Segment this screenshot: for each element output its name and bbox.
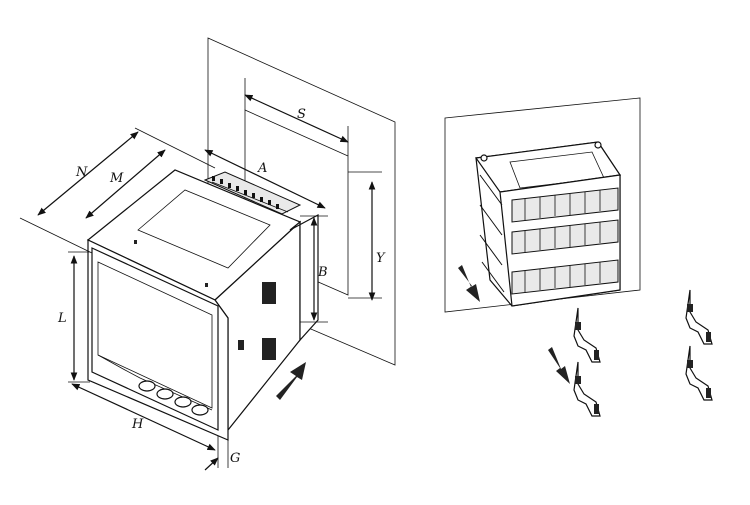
dim-label-a: A	[257, 161, 267, 176]
dim-label-n: N	[75, 165, 88, 180]
meter-rear	[474, 141, 622, 307]
dimension-lines	[19, 78, 382, 471]
side-vents	[238, 282, 276, 360]
dim-label-b: B	[317, 265, 328, 280]
terminal-bands	[511, 187, 619, 295]
arrow-up-right-icon	[276, 362, 306, 400]
mounting-clip-upper	[573, 307, 601, 363]
dim-label-h: H	[131, 417, 144, 432]
arrow-down-left-icon	[458, 265, 480, 302]
panel-mounting-view	[444, 97, 713, 417]
mounting-clip-lower	[573, 361, 601, 417]
mounting-clip-right-upper	[685, 289, 713, 345]
arrow-up-left-icon	[548, 347, 570, 384]
dim-label-m: M	[109, 171, 124, 186]
meter-dimension-view: N M A S B Y L H G	[19, 37, 396, 471]
dim-label-s: S	[297, 107, 306, 122]
mounting-clip-right-lower	[685, 345, 713, 401]
dim-label-l: L	[57, 311, 67, 326]
dim-label-y: Y	[376, 251, 386, 266]
dim-label-g: G	[230, 451, 240, 466]
